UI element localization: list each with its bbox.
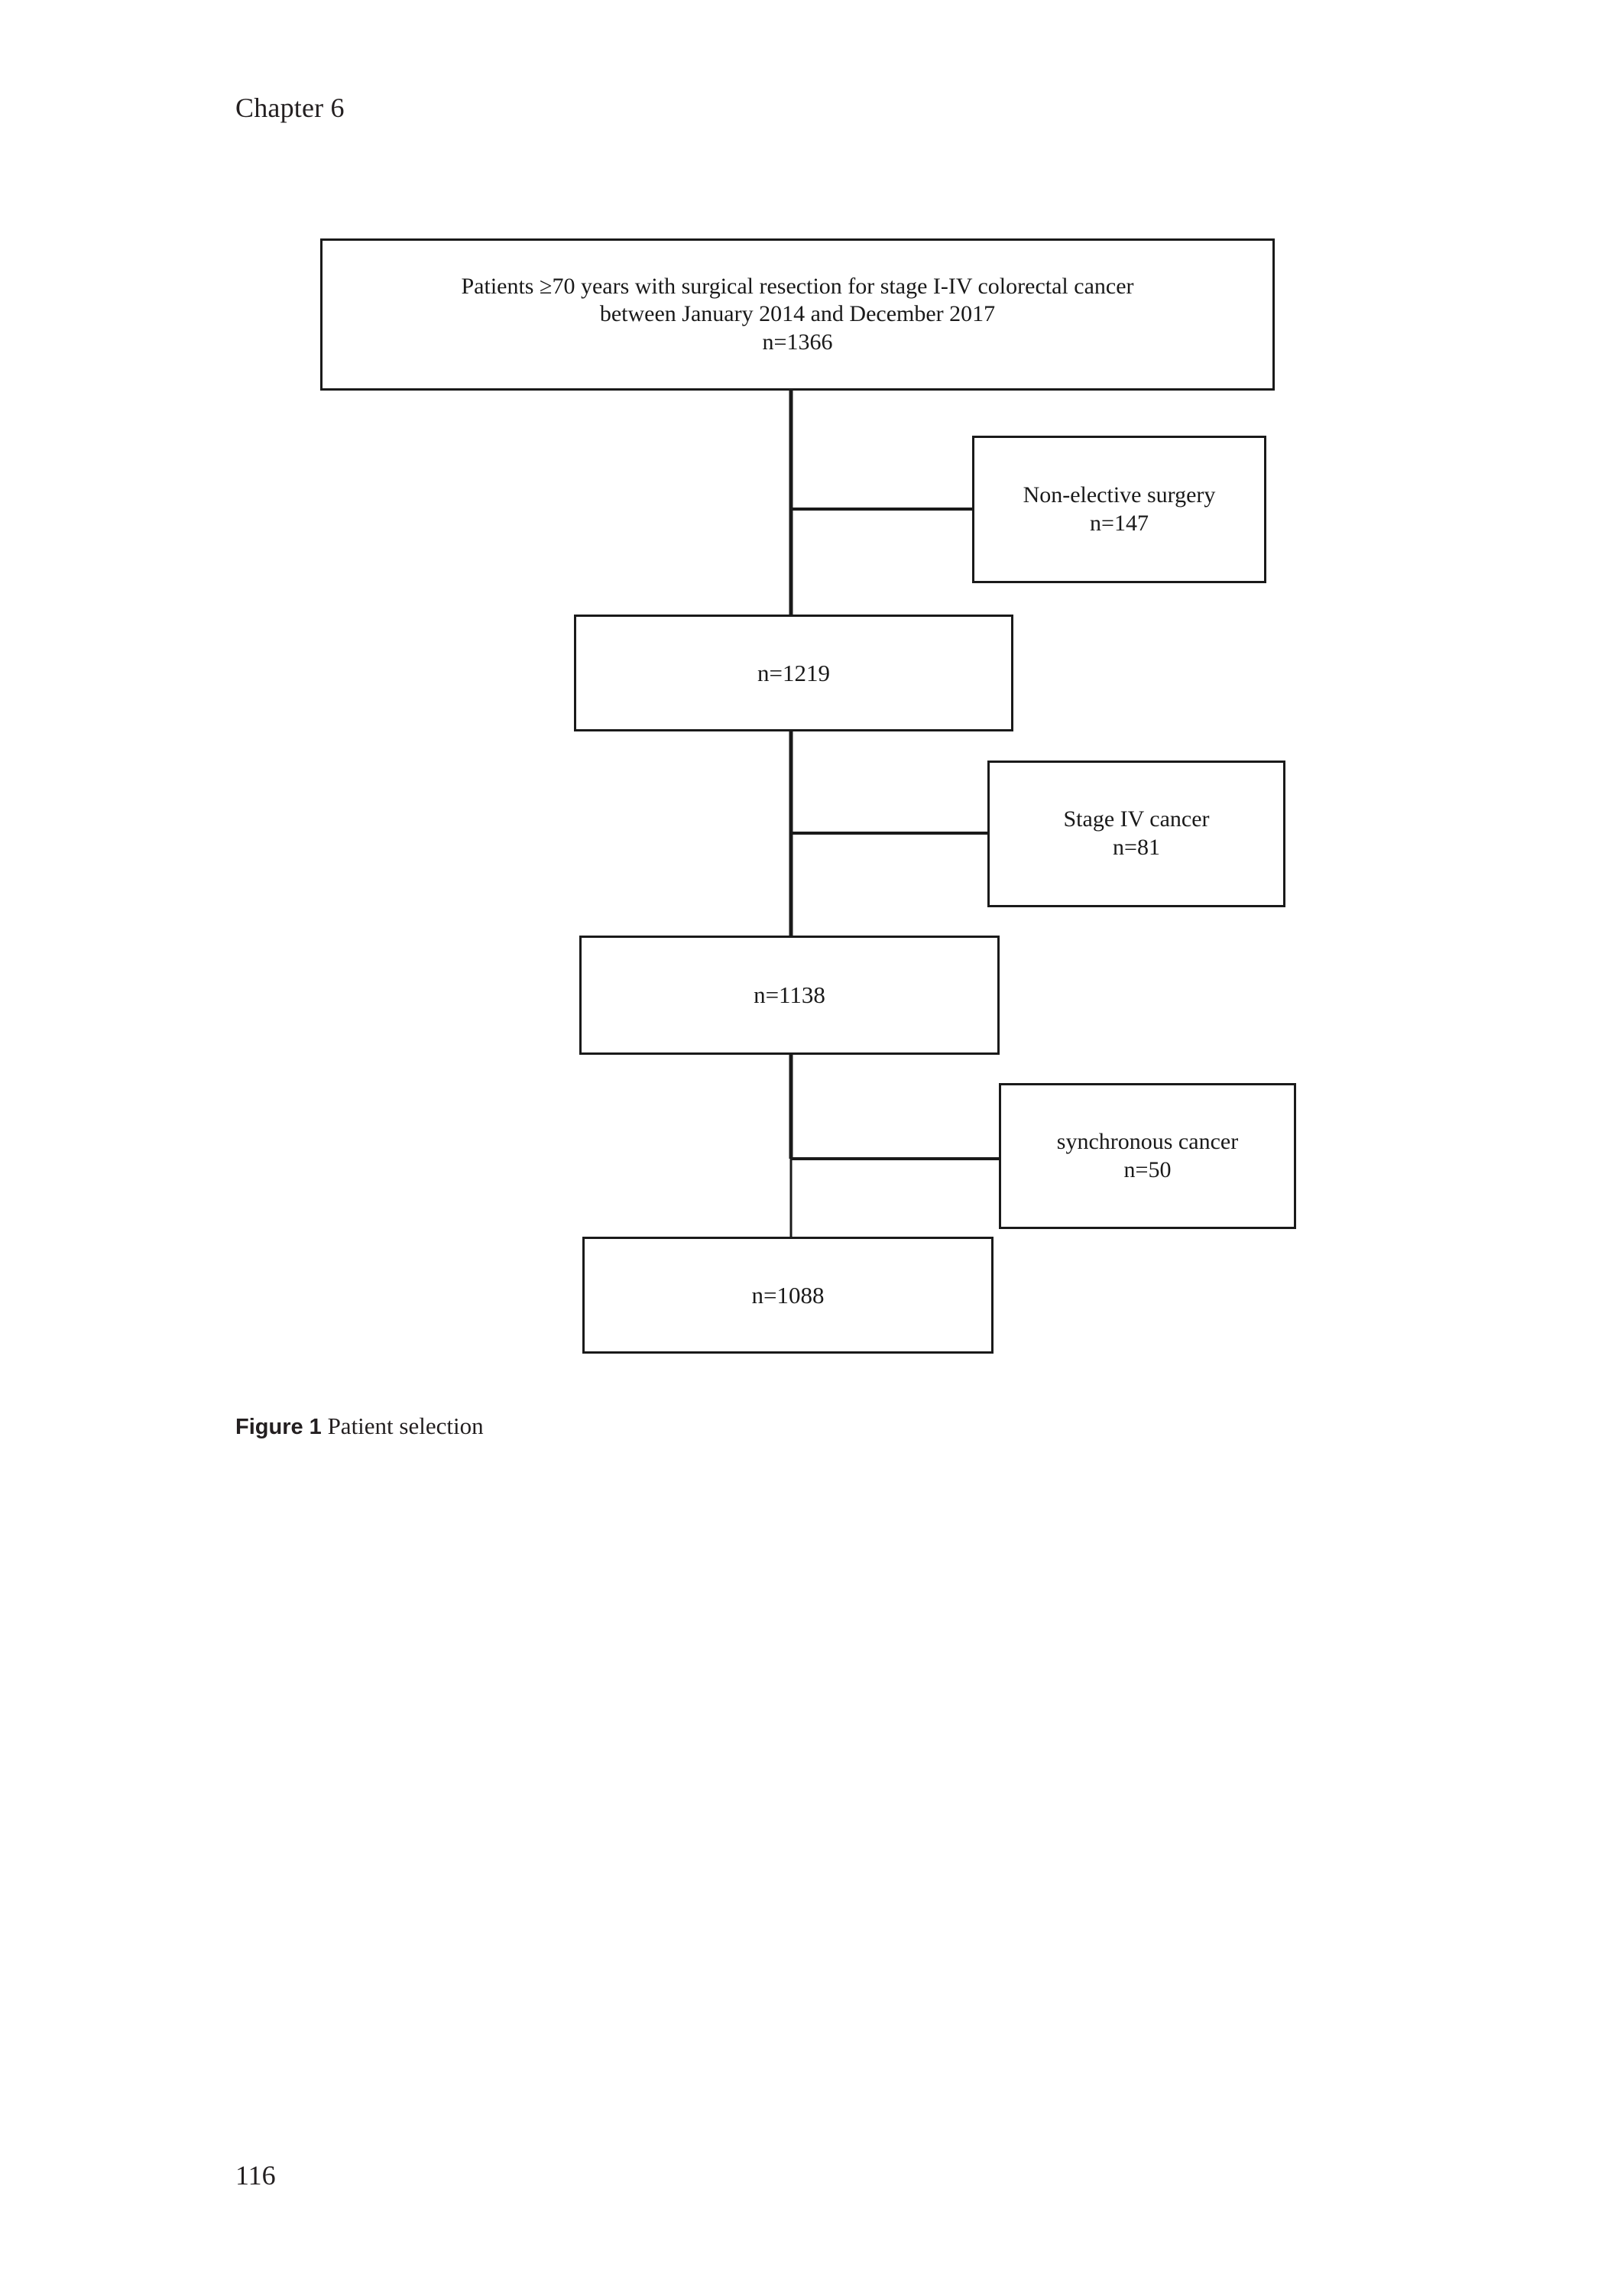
flow-box-exclusion-stage-iv-cancer: Stage IV cancer n=81 <box>987 761 1285 907</box>
flow-box-final-cohort-1088-text: n=1088 <box>751 1281 825 1309</box>
flow-box-remaining-1219: n=1219 <box>574 615 1013 731</box>
flow-box-exclusion-stage-iv-cancer-text: Stage IV cancer n=81 <box>1063 806 1210 860</box>
flow-box-exclusion-synchronous-cancer-text: synchronous cancer n=50 <box>1056 1128 1239 1182</box>
figure-caption-label: Figure 1 <box>235 1415 322 1439</box>
flow-box-final-cohort-1088: n=1088 <box>582 1237 994 1354</box>
flow-box-exclusion-nonelective-surgery: Non-elective surgery n=147 <box>972 436 1266 583</box>
flow-box-remaining-1138-text: n=1138 <box>754 981 825 1009</box>
flowchart-connectors <box>789 391 999 1237</box>
flow-box-exclusion-synchronous-cancer: synchronous cancer n=50 <box>999 1083 1296 1229</box>
figure-caption: Figure 1 Patient selection <box>235 1411 484 1442</box>
flow-box-remaining-1138: n=1138 <box>579 936 1000 1055</box>
flow-box-cohort-text: Patients ≥70 years with surgical resecti… <box>461 273 1134 355</box>
chapter-header: Chapter 6 <box>235 92 345 123</box>
flow-box-cohort: Patients ≥70 years with surgical resecti… <box>320 238 1275 391</box>
flow-box-remaining-1219-text: n=1219 <box>757 659 830 686</box>
figure-caption-text: Patient selection <box>321 1412 484 1439</box>
page-number: 116 <box>235 2160 276 2191</box>
patient-selection-flowchart: Patients ≥70 years with surgical resecti… <box>320 238 1296 1354</box>
flow-box-exclusion-nonelective-surgery-text: Non-elective surgery n=147 <box>1023 482 1216 536</box>
